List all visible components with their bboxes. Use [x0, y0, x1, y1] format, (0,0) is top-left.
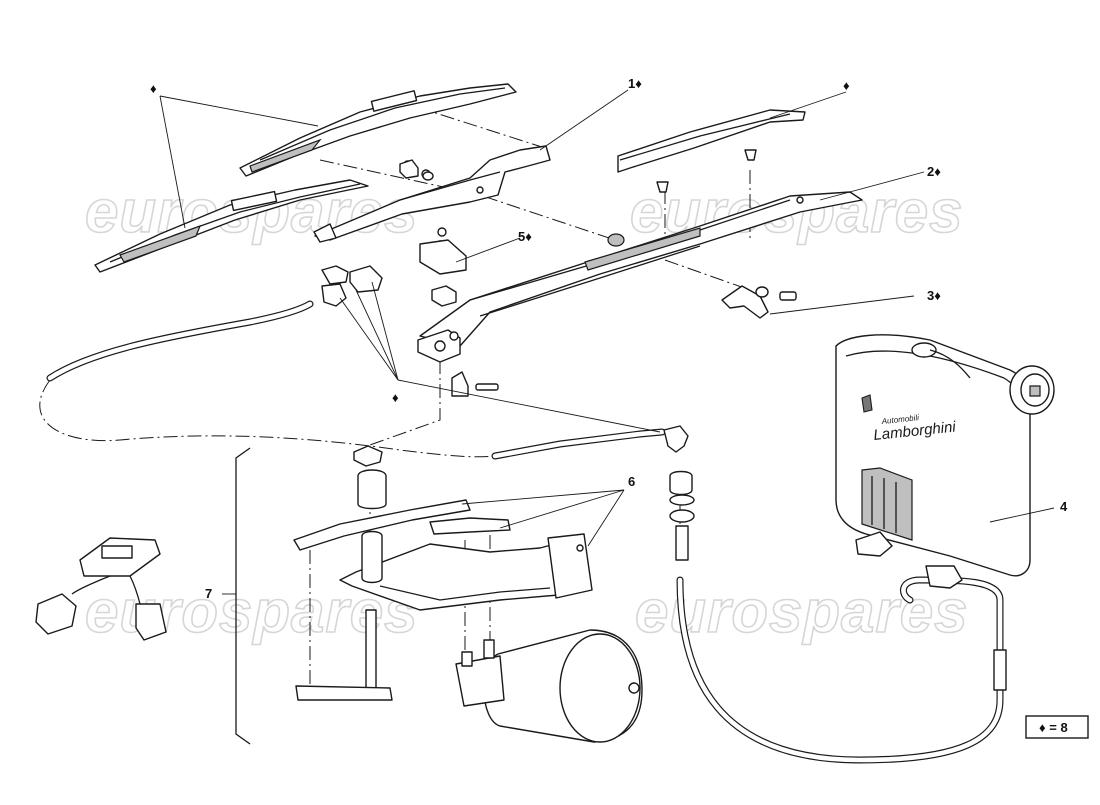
wiper-motor: [295, 609, 643, 743]
callout-diamond-top-left: ♦: [150, 81, 157, 96]
assembly-line: [39, 379, 496, 458]
electrical-connector: [35, 537, 167, 641]
leader-lines: [159, 89, 1055, 595]
callout-diamond-top-right: ♦: [843, 78, 850, 93]
washer-jet-parts: [321, 265, 499, 397]
callout-diamond-middle: ♦: [392, 390, 399, 405]
arm-pivot: [417, 329, 461, 363]
callout-4: 4: [1060, 499, 1068, 514]
callout-2: 2♦: [927, 164, 941, 179]
washer-hose-left: [46, 300, 666, 460]
watermark-bottom-right: eurospares: [635, 578, 969, 645]
callout-6: 6: [628, 474, 635, 489]
assembly-line: [664, 259, 751, 291]
part-3-bracket: [721, 285, 797, 319]
wiper-arm-2: [419, 191, 863, 347]
tank-brand-small: Automobili: [880, 413, 919, 426]
wiper-blade-lower: [94, 179, 369, 273]
callout-5: 5♦: [518, 229, 532, 244]
callout-7: 7: [205, 586, 212, 601]
legend-box: ♦ = 8: [1025, 715, 1089, 739]
legend-text: ♦ = 8: [1039, 720, 1068, 735]
assembly-line: [369, 360, 441, 446]
callout-1: 1♦: [628, 76, 642, 91]
washer-hose-right: [676, 576, 1007, 764]
small-hardware: [399, 159, 625, 247]
callout-3: 3♦: [927, 288, 941, 303]
group-7-bracket: [235, 447, 251, 745]
wiper-spoiler: [617, 109, 806, 193]
part-6-motor-bracket: [293, 445, 593, 611]
connector-stack: [663, 425, 695, 561]
callout-labels: ♦ 1♦ ♦ 2♦ 5♦ 3♦ ♦ 6 4 7: [150, 76, 1068, 601]
part-4-washer-tank: Automobili Lamborghini: [835, 334, 1055, 589]
part-5-nut-cap: [419, 227, 467, 307]
wiper-blade-upper: [239, 83, 517, 177]
